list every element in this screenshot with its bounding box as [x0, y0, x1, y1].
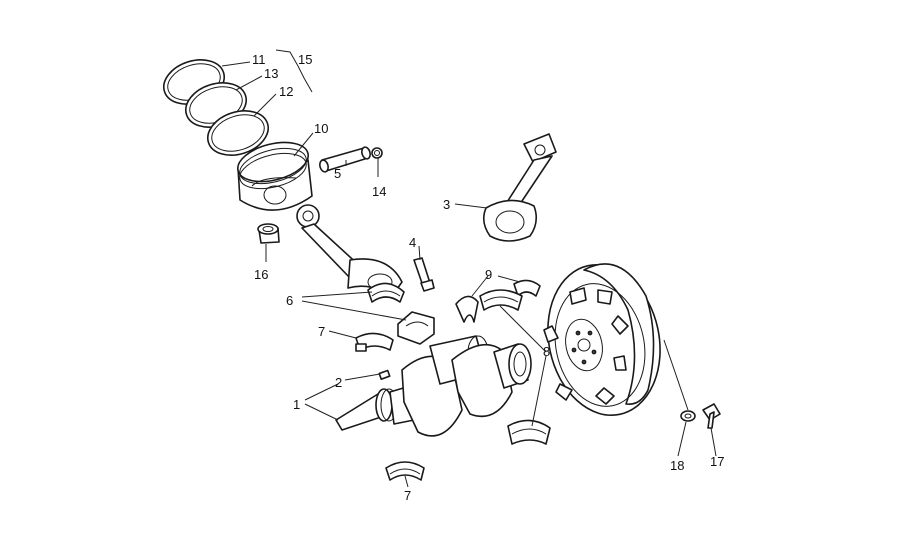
callout-5: 5: [334, 166, 341, 181]
leader-lines: [221, 49, 717, 488]
rod-cap-6-lower: [397, 311, 435, 345]
callout-16: 16: [254, 267, 268, 282]
flywheel-bolt-17: [702, 403, 721, 429]
callout-12: 12: [279, 84, 293, 99]
piston-pin-5: [319, 146, 371, 173]
bearing-shell-7-lower: [385, 461, 425, 481]
small-end-bush-16: [257, 223, 280, 244]
callout-9: 9: [485, 267, 492, 282]
callout-8: 8: [543, 344, 550, 359]
callout-6: 6: [286, 293, 293, 308]
callout-13: 13: [264, 66, 278, 81]
callout-3: 3: [443, 197, 450, 212]
piston-10: [236, 141, 313, 211]
callouts: 11 15 13 12 10 5 14 3 4 16 9 6 7 8 2 1 1…: [252, 52, 724, 503]
callout-7-lower: 7: [404, 488, 411, 503]
main-bearing-shell-8-lower: [507, 419, 551, 445]
callout-18: 18: [670, 458, 684, 473]
callout-14: 14: [372, 184, 386, 199]
plug-2: [378, 369, 391, 380]
washer-18: [680, 410, 696, 422]
main-bearing-shell-8-upper: [479, 289, 523, 311]
circlip-14: [371, 147, 383, 159]
callout-10: 10: [314, 121, 328, 136]
thrust-washer-9-left: [455, 295, 479, 323]
thrust-washer-9-right: [513, 279, 541, 297]
callout-17: 17: [710, 454, 724, 469]
callout-11: 11: [252, 52, 266, 67]
callout-15: 15: [298, 52, 312, 67]
connecting-rod-3: [482, 133, 557, 242]
callout-1: 1: [293, 397, 300, 412]
crankshaft-1: [335, 335, 532, 437]
piston-ring-12: [207, 110, 269, 156]
rod-bearing-shell-6-upper: [367, 282, 405, 303]
connecting-rod-lower: [296, 204, 403, 297]
bearing-shell-7-upper: [355, 332, 394, 352]
callout-2: 2: [335, 375, 342, 390]
flywheel: [543, 263, 661, 417]
callout-7-upper: 7: [318, 324, 325, 339]
rod-bolt-4: [413, 257, 435, 292]
callout-4: 4: [409, 235, 416, 250]
